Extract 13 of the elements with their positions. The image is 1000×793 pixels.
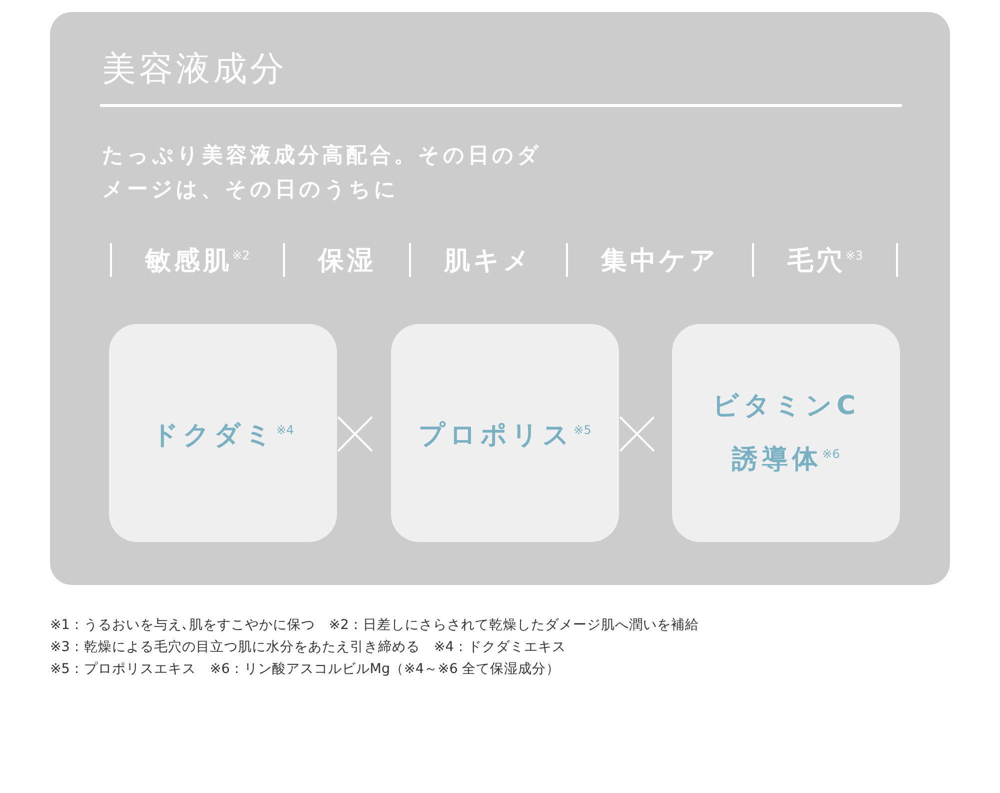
ingredient-name: ドクダミ$^{※4}$: [152, 420, 294, 453]
ingredients-panel: [50, 12, 950, 585]
footnote: ※1：うるおいを与え､肌をすこやかに保つ: [50, 616, 315, 635]
footnote: ※6：リン酸アスコルビルMg（※4～※6 全て保湿成分）: [210, 660, 560, 679]
footnote: ※3：乾燥による毛穴の目立つ肌に水分をあたえ引き締める: [50, 638, 420, 657]
footnote: ※2：日差しにさらされて乾燥したダメージ肌へ潤いを補給: [328, 616, 699, 635]
footnote: ※4：ドクダミエキス: [434, 638, 566, 657]
ingredient-card: [109, 324, 337, 542]
footnote: ※5：プロポリスエキス: [50, 660, 196, 679]
ingredient-name: プロポリス$^{※5}$: [418, 420, 592, 453]
ingredient-card: [391, 324, 619, 542]
ingredient-card: [672, 324, 900, 542]
ingredient-name: ビタミンC誘導体$^{※6}$: [711, 390, 861, 477]
